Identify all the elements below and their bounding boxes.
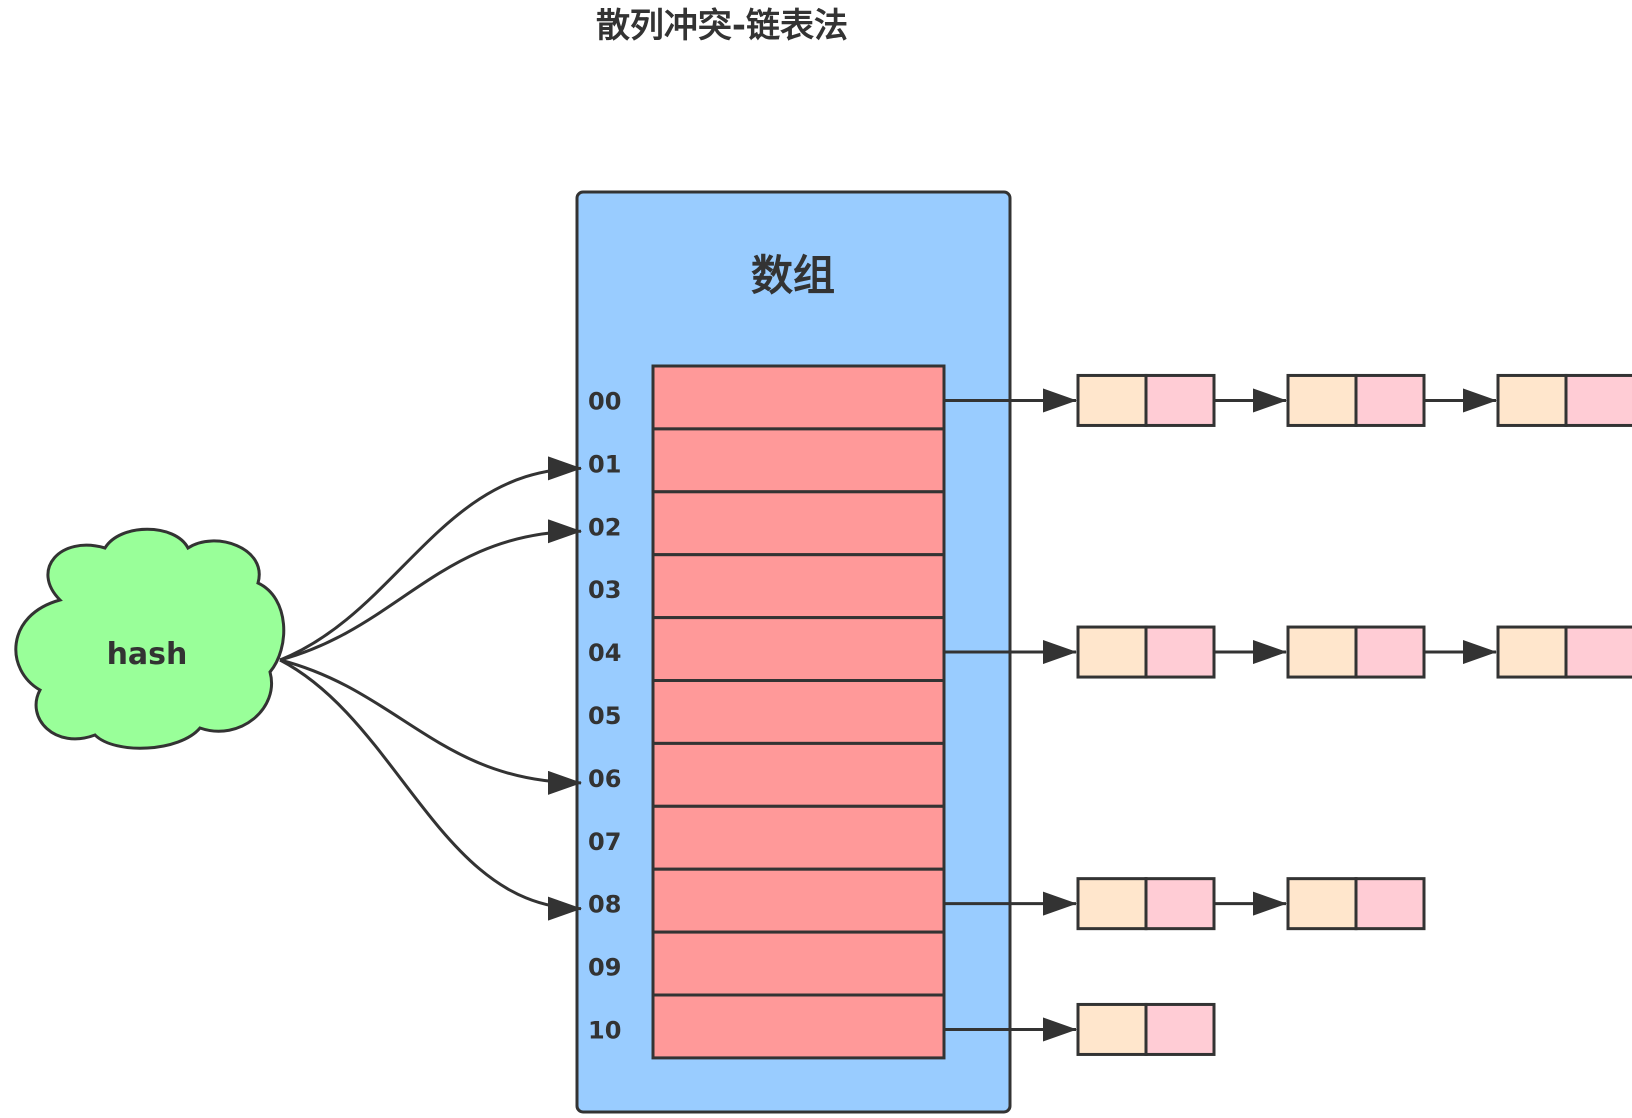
chain-08: [944, 877, 1426, 931]
list-node: [1496, 625, 1632, 679]
array-slot: [651, 804, 946, 871]
list-node-key-cell: [1496, 625, 1568, 679]
array-slot: [651, 993, 946, 1060]
array-slot: [651, 616, 946, 682]
hash-function: hash: [14, 527, 286, 750]
array-slot: [651, 427, 946, 494]
chain-00: [944, 373, 1632, 427]
slot-index-label: 09: [588, 954, 621, 982]
hash-arrows: [279, 456, 582, 921]
list-node-key-cell: [1286, 625, 1358, 679]
array-slot: [651, 679, 946, 745]
array-slots: [651, 364, 946, 1060]
list-node: [1496, 373, 1632, 427]
list-node-key-cell: [1076, 625, 1148, 679]
array-index-labels: 00 01 02 03 04 05 06 07 08 09 10: [588, 387, 621, 1044]
list-node: [1076, 1002, 1216, 1056]
list-node-next-cell: [1144, 373, 1216, 427]
list-node: [1286, 877, 1426, 931]
chain-04: [944, 625, 1632, 679]
slot-index-label: 08: [588, 891, 621, 919]
slot-index-label: 01: [588, 450, 621, 478]
list-node-next-cell: [1564, 373, 1632, 427]
list-node-key-cell: [1076, 1002, 1148, 1056]
list-node: [1076, 373, 1216, 427]
slot-index-label: 03: [588, 576, 621, 604]
list-node-next-cell: [1144, 1002, 1216, 1056]
hash-arrow: [279, 519, 582, 662]
collision-chains: [944, 373, 1632, 1056]
hash-arrow: [279, 658, 582, 921]
array-slot: [651, 553, 946, 620]
slot-index-label: 10: [588, 1016, 621, 1044]
slot-index-label: 05: [588, 702, 621, 730]
hash-arrow: [279, 456, 582, 662]
array-slot: [651, 490, 946, 557]
list-node: [1076, 877, 1216, 931]
array-slot: [651, 364, 946, 431]
list-node-key-cell: [1286, 373, 1358, 427]
array-container: 数组 00 01 02 03 04 05 06 07 08 09 10: [575, 190, 1012, 1114]
slot-index-label: 02: [588, 513, 621, 541]
slot-index-label: 07: [588, 828, 621, 856]
array-slot: [651, 930, 946, 997]
array-slot: [651, 741, 946, 808]
slot-index-label: 00: [588, 387, 621, 415]
list-node-next-cell: [1354, 877, 1426, 931]
list-node-next-cell: [1144, 877, 1216, 931]
list-node-key-cell: [1286, 877, 1358, 931]
list-node: [1286, 373, 1426, 427]
array-title: 数组: [751, 251, 835, 300]
array-slot: [651, 867, 946, 934]
list-node-key-cell: [1496, 373, 1568, 427]
slot-index-label: 04: [588, 639, 621, 667]
list-node-next-cell: [1354, 625, 1426, 679]
hash-cloud-icon: [14, 527, 286, 750]
list-node-key-cell: [1076, 877, 1148, 931]
slot-index-label: 06: [588, 765, 621, 793]
chain-10: [944, 1002, 1216, 1056]
diagram-title: 散列冲突-链表法: [596, 6, 848, 46]
hash-label: hash: [107, 637, 188, 672]
hash-arrow: [279, 658, 582, 795]
list-node-key-cell: [1076, 373, 1148, 427]
list-node-next-cell: [1144, 625, 1216, 679]
list-node: [1076, 625, 1216, 679]
list-node-next-cell: [1564, 625, 1632, 679]
list-node: [1286, 625, 1426, 679]
list-node-next-cell: [1354, 373, 1426, 427]
